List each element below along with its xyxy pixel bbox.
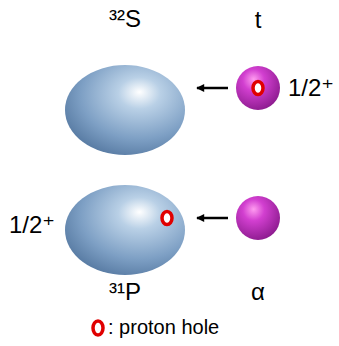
particle-shape [236,66,280,110]
nucleus-ellipse: 1/2⁺³¹P [65,185,185,275]
legend: : proton hole [88,316,219,339]
incoming-arrow [197,217,228,220]
proton-hole-symbol [88,317,108,339]
node-label: t [255,8,262,32]
proton-hole [162,212,172,225]
node-label: ³¹P [109,280,141,304]
nucleus-shape [65,185,185,275]
node-label: 1/2⁺ [288,76,334,100]
node-label: α [251,280,265,304]
incoming-arrow [197,87,228,90]
legend-text: : proton hole [108,316,219,339]
proton-hole [253,82,263,95]
nucleus-shape [65,65,185,155]
node-label: 1/2⁺ [9,213,55,237]
particle-sphere: t1/2⁺ [236,66,280,110]
particle-shape [236,196,280,240]
node-label: ³²S [109,7,141,31]
nucleus-ellipse: ³²S [65,65,185,155]
particle-sphere: α [236,196,280,240]
